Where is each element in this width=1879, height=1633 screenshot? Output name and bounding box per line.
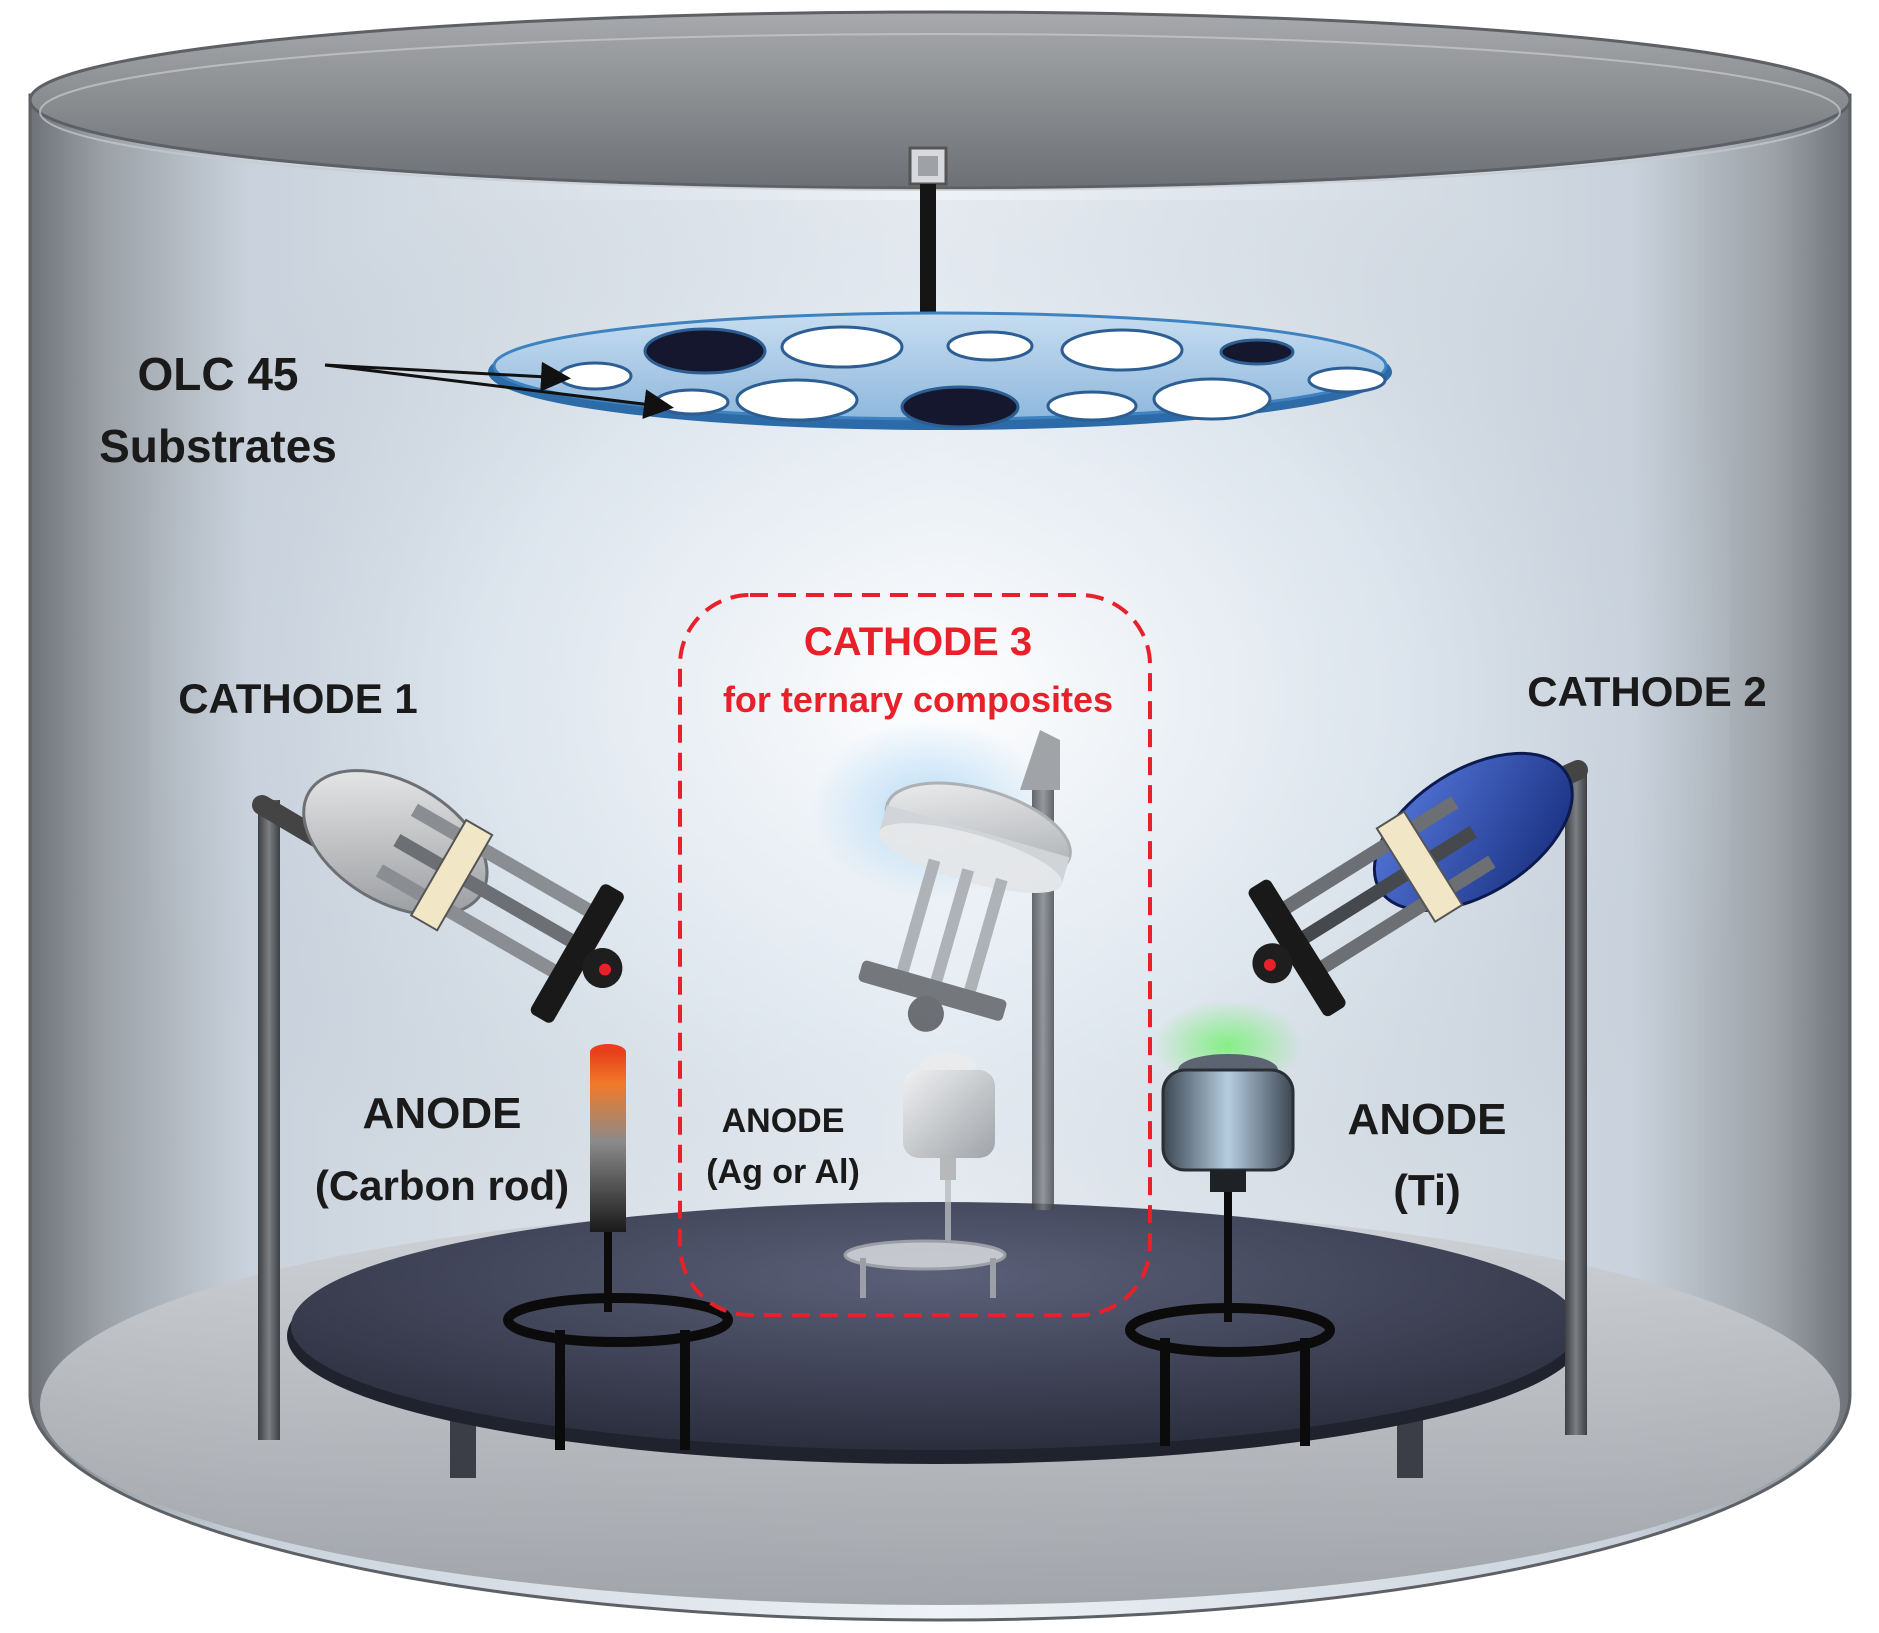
cathode3-label-line2: for ternary composites [723, 679, 1113, 720]
anode1-label-line1: ANODE [363, 1089, 522, 1138]
anode2-label-line2: (Ti) [1393, 1166, 1461, 1215]
cathode2-label: CATHODE 2 [1527, 668, 1767, 715]
cathode3-highlight-box [678, 593, 1152, 1317]
anode2-label-line1: ANODE [1348, 1095, 1507, 1144]
anode1-label-line2: (Carbon rod) [315, 1162, 569, 1209]
substrates-label-line2: Substrates [99, 420, 337, 472]
substrate-arrow-upper [324, 361, 571, 392]
cathode2-assembly-icon [1248, 751, 1588, 1435]
cathode1-assembly-icon [252, 769, 624, 1440]
substrate-holder-plate-icon [488, 146, 1392, 430]
ti-anode-icon [1153, 1000, 1303, 1322]
substrate-arrow-lower [324, 363, 674, 419]
carbon-rod-anode-icon [590, 1044, 626, 1312]
substrates-label-line1: OLC 45 [137, 348, 298, 400]
cathode1-label: CATHODE 1 [178, 675, 418, 722]
cathode3-label-line1: CATHODE 3 [804, 620, 1032, 664]
anode3-label-line1: ANODE [722, 1102, 845, 1140]
cathode3-assembly-icon [810, 720, 1072, 1298]
anode3-label-line2: (Ag or Al) [706, 1153, 860, 1191]
